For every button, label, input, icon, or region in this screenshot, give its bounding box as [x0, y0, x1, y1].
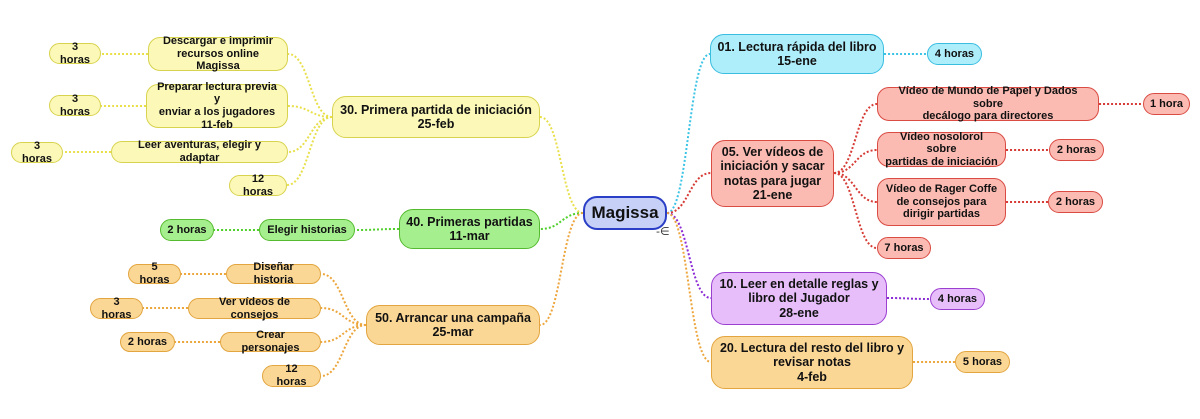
task-watch-advice-videos[interactable]: Ver vídeos de consejos	[188, 296, 321, 321]
time-watch-advice-videos: 3 horas	[90, 296, 143, 321]
time-branch-01: 4 horas	[927, 43, 982, 65]
time-video-nosolorol: 2 horas	[1049, 139, 1104, 161]
total-branch-05: 7 horas	[877, 237, 931, 259]
link-root-50	[539, 212, 584, 326]
total-branch-50: 12 horas	[262, 363, 321, 388]
link-50-t3	[320, 324, 367, 343]
link-50-t1	[320, 273, 367, 326]
link-root-10	[666, 212, 712, 299]
time-prepare-reading: 3 horas	[49, 93, 101, 118]
link-05-total	[833, 172, 878, 249]
link-50-t2	[320, 307, 367, 326]
task-download-resources[interactable]: Descargar e imprimir recursos online Mag…	[148, 35, 288, 72]
branch-05-node[interactable]: 05. Ver vídeos de iniciación y sacar not…	[711, 140, 834, 207]
time-branch-10: 4 horas	[930, 288, 985, 310]
time-design-story: 5 horas	[128, 261, 181, 286]
link-05-t2	[833, 149, 878, 174]
time-download-resources: 3 horas	[49, 41, 101, 66]
branch-30-node[interactable]: 30. Primera partida de iniciación 25-feb	[332, 96, 540, 138]
time-video-mundo-papel: 1 hora	[1143, 93, 1190, 115]
time-choose-stories: 2 horas	[160, 219, 214, 241]
link-root-05	[666, 172, 712, 214]
task-prepare-reading[interactable]: Preparar lectura previa y enviar a los j…	[146, 81, 288, 131]
link-40-t1	[354, 228, 400, 231]
root-node[interactable]: Magissa	[583, 196, 667, 230]
task-video-nosolorol[interactable]: Vídeo nosolorol sobre partidas de inicia…	[877, 131, 1006, 168]
task-video-rager-coffe[interactable]: Vídeo de Rager Coffe de consejos para di…	[877, 178, 1006, 226]
time-create-characters: 2 horas	[120, 332, 175, 352]
link-root-01	[666, 53, 711, 214]
time-video-rager-coffe: 2 horas	[1048, 191, 1103, 213]
task-design-story[interactable]: Diseñar historia	[226, 261, 321, 286]
branch-20-node[interactable]: 20. Lectura del resto del libro y revisa…	[711, 336, 913, 389]
branch-10-node[interactable]: 10. Leer en detalle reglas y libro del J…	[711, 272, 887, 325]
link-05-t3	[833, 172, 878, 203]
link-30-t1	[287, 53, 333, 118]
link-50-total	[320, 324, 367, 377]
total-branch-30: 12 horas	[229, 173, 287, 198]
time-branch-20: 5 horas	[955, 351, 1010, 373]
time-read-adventures: 3 horas	[11, 140, 63, 165]
link-root-30	[539, 116, 584, 214]
link-30-t2	[287, 105, 333, 118]
branch-50-node[interactable]: 50. Arrancar una campaña 25-mar	[366, 305, 540, 345]
link-root-20	[666, 212, 712, 363]
branch-01-node[interactable]: 01. Lectura rápida del libro 15-ene	[710, 34, 884, 74]
link-root-40	[539, 212, 584, 230]
task-read-adventures[interactable]: Leer aventuras, elegir y adaptar	[111, 139, 288, 164]
task-video-mundo-papel[interactable]: Vídeo de Mundo de Papel y Dados sobre de…	[877, 85, 1099, 122]
link-10-time	[886, 297, 931, 300]
link-30-t3	[287, 116, 333, 153]
task-choose-stories[interactable]: Elegir historias	[259, 219, 355, 241]
task-create-characters[interactable]: Crear personajes	[220, 329, 321, 354]
collapse-marker-icon[interactable]: -∈	[656, 225, 670, 238]
branch-40-node[interactable]: 40. Primeras partidas 11-mar	[399, 209, 540, 249]
